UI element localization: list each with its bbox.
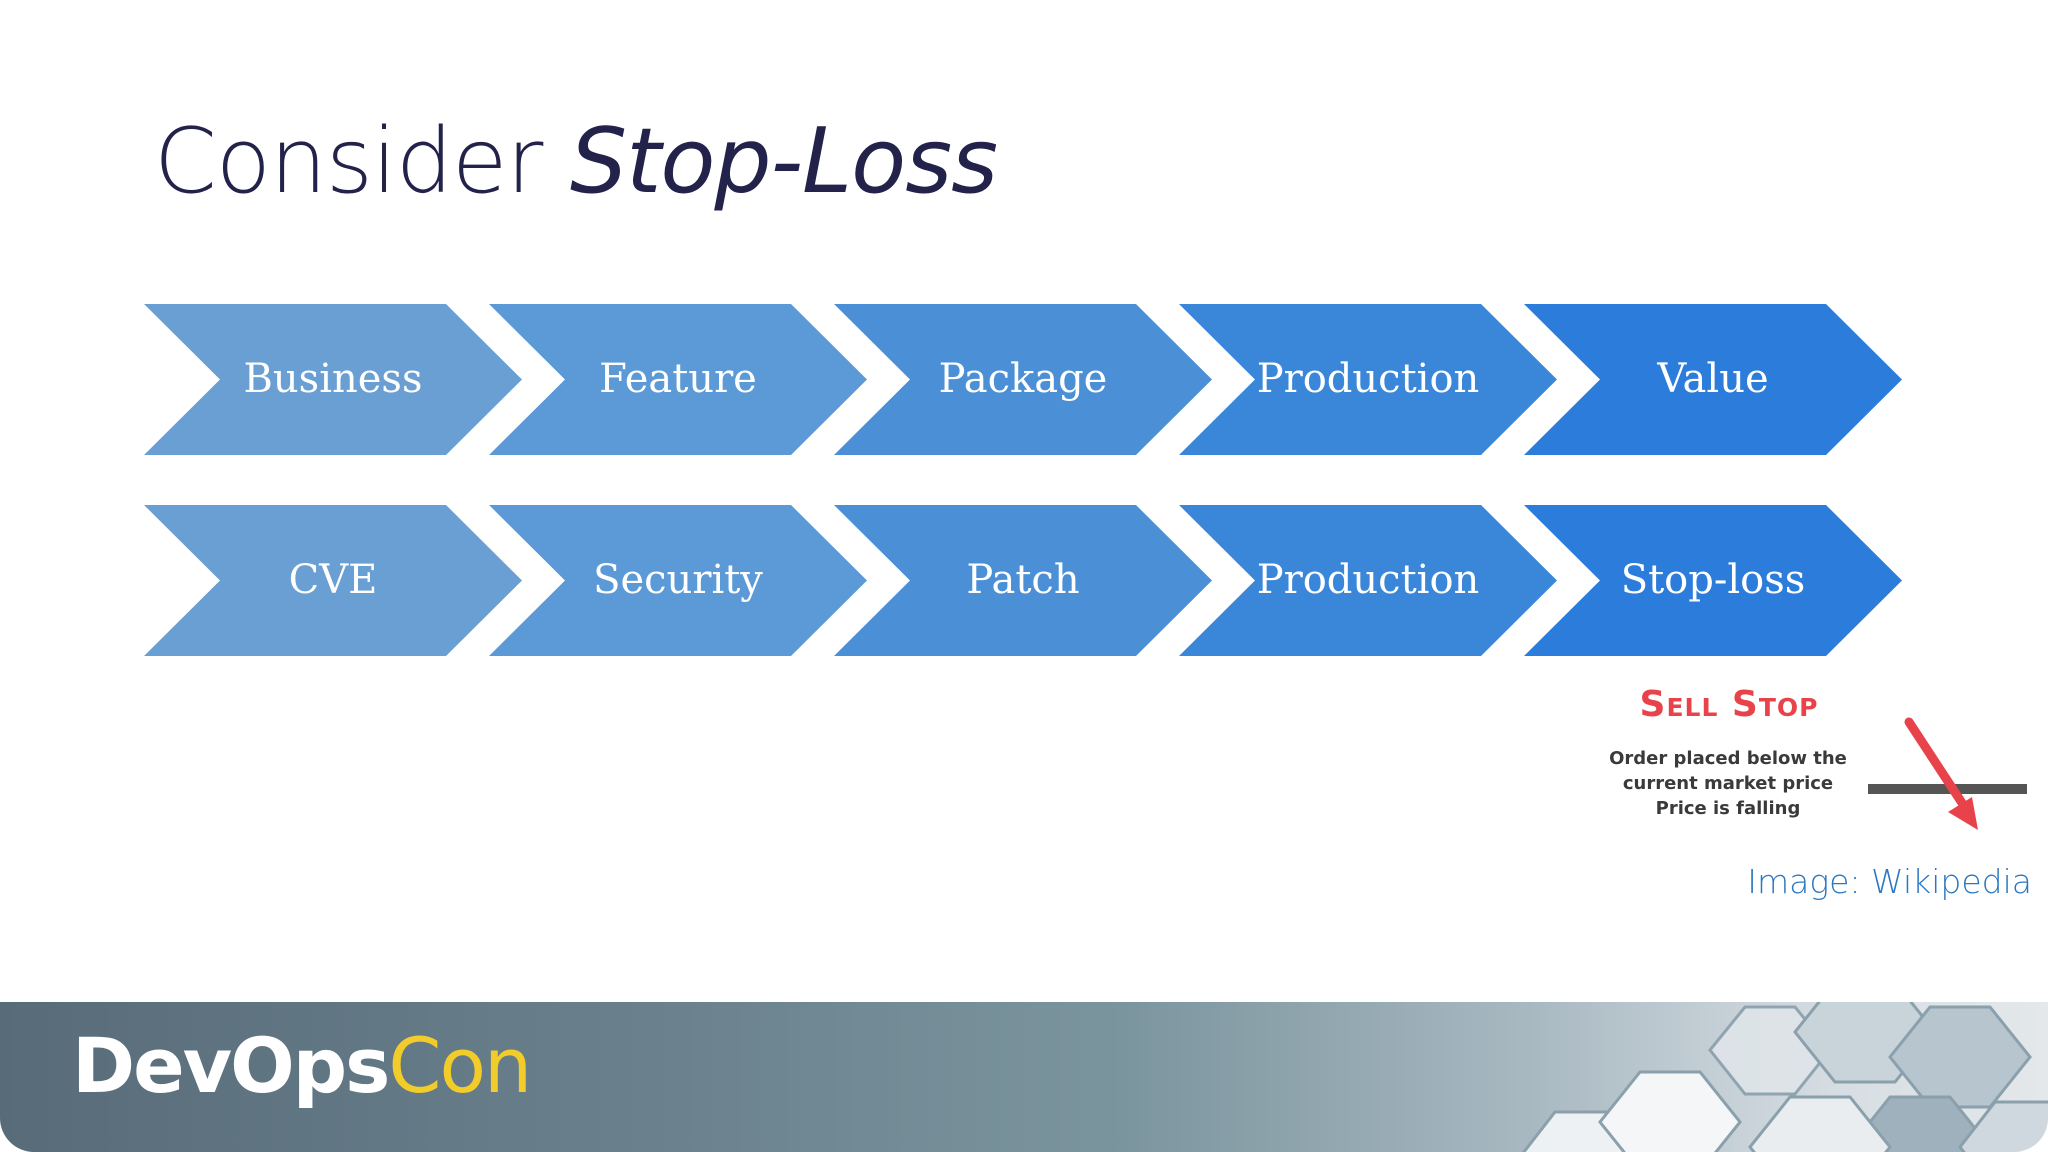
- sell-stop-line: Price is falling: [1655, 798, 1801, 819]
- logo-part-devops: DevOps: [72, 1021, 390, 1110]
- chevron-step: Value: [1524, 304, 1902, 455]
- chevron-shape: [489, 304, 867, 455]
- chevron-shape: [834, 505, 1212, 656]
- chevron-step: Feature: [489, 304, 867, 455]
- chevron-shape: [834, 304, 1212, 455]
- image-credit: Image: Wikipedia: [1747, 862, 2032, 901]
- devopscon-logo: DevOpsCon: [72, 1028, 532, 1104]
- chevron-shape: [1524, 505, 1902, 656]
- chevron-label: Stop-loss: [1620, 557, 1806, 603]
- chevron-label: Value: [1657, 356, 1769, 402]
- sell-stop-line: Order placed below the: [1609, 748, 1847, 769]
- chevron-step: CVE: [144, 505, 522, 656]
- chevron-shape: [144, 505, 522, 656]
- chevron-label: Feature: [599, 356, 757, 402]
- chevron-shape: [1179, 505, 1557, 656]
- chevron-step: Package: [834, 304, 1212, 455]
- chevron-shape: [144, 304, 522, 455]
- sell-stop-title: Sell Stop: [1639, 684, 1819, 725]
- chevron-label: CVE: [288, 557, 378, 603]
- chevron-label: Production: [1256, 557, 1480, 603]
- chevron-step: Production: [1179, 505, 1557, 656]
- title-italic: Stop-Loss: [569, 109, 998, 214]
- footer-banner: DevOpsCon: [0, 1002, 2048, 1152]
- sell-stop-line: current market price: [1622, 773, 1834, 794]
- chevron-step: Stop-loss: [1524, 505, 1902, 656]
- logo-part-con: Con: [388, 1021, 532, 1110]
- chevron-step: Business: [144, 304, 522, 455]
- chevron-step: Patch: [834, 505, 1212, 656]
- chevron-label: Package: [938, 356, 1108, 402]
- hexagon-pattern-icon: [1521, 1002, 2048, 1152]
- chevron-label: Business: [243, 356, 423, 402]
- chevron-label: Security: [593, 557, 763, 603]
- chevron-step: Production: [1179, 304, 1557, 455]
- title-plain: Consider: [154, 109, 570, 214]
- chevron-shape: [489, 505, 867, 656]
- chevron-step: Security: [489, 505, 867, 656]
- chevron-label: Patch: [966, 557, 1080, 603]
- chevron-shape: [1524, 304, 1902, 455]
- falling-price-arrow-icon: [1868, 717, 2027, 830]
- chevron-shape: [1179, 304, 1557, 455]
- sell-stop-description: Order placed below the current market pr…: [1590, 746, 1866, 821]
- slide-title: Consider Stop-Loss: [154, 108, 998, 216]
- chevron-label: Production: [1256, 356, 1480, 402]
